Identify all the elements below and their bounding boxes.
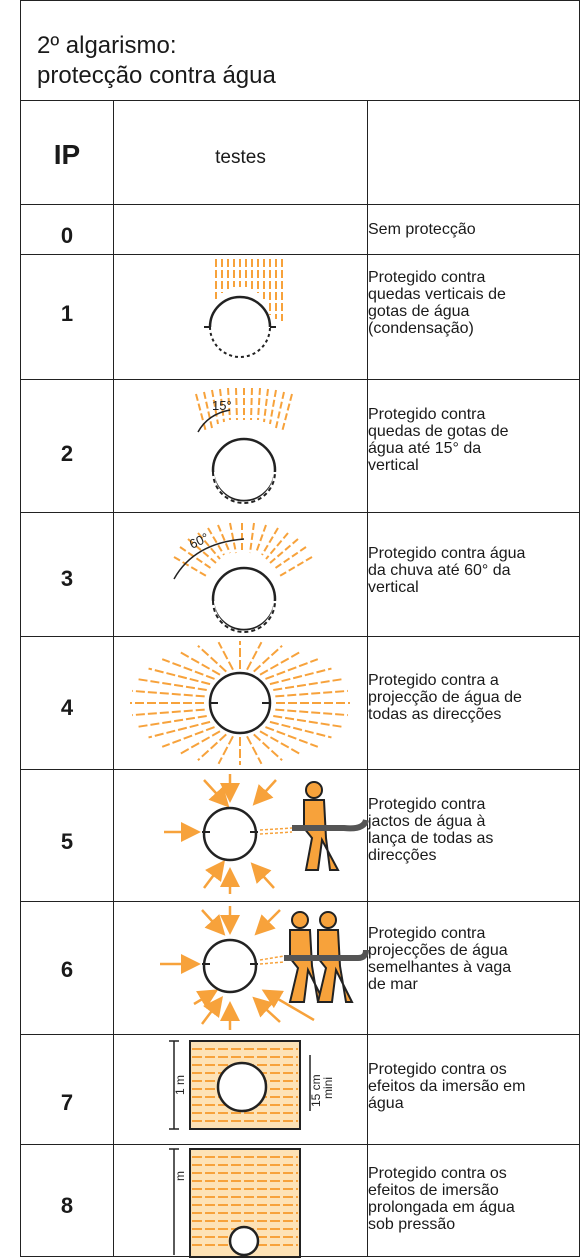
splash-all-directions-illustration: [130, 641, 350, 765]
header-ip: IP: [53, 139, 81, 170]
spray-ray: [161, 726, 215, 748]
spray-ray: [148, 667, 211, 686]
spray-ray: [253, 644, 283, 673]
ip-description: Protegido contra jactos de água à lança …: [368, 796, 494, 864]
row-divider: [21, 769, 579, 770]
ip-value: 4: [60, 695, 74, 720]
spray-ray: [161, 658, 215, 680]
spray-ray: [197, 644, 227, 673]
spray-ray: [178, 730, 221, 756]
heavy-seas-illustration: [160, 906, 369, 1030]
ip-description: Protegido contra quedas de gotas de água…: [368, 406, 509, 474]
enclosure-icon: [202, 938, 258, 994]
two-persons-with-hose-icon: [288, 911, 354, 1003]
column-divider-tests: [367, 101, 368, 1256]
ip-water-protection-table: 2º algarismo: protecção contra água IP t…: [20, 0, 580, 1258]
spray-ray: [132, 689, 205, 698]
depth-label: mini: [321, 1077, 335, 1099]
title-line-2: protecção contra água: [37, 62, 276, 89]
person-with-hose-icon: [303, 781, 340, 871]
rain-60deg-illustration: 60°: [173, 522, 313, 634]
spray-ray: [217, 735, 234, 765]
drops-15deg-illustration: 15°: [195, 387, 293, 505]
row-divider: [21, 901, 579, 902]
spray-ray: [269, 667, 332, 686]
spray-ray: [275, 708, 348, 717]
spray-ray: [217, 641, 234, 671]
water-splash-icon: [130, 641, 350, 765]
enclosure-icon: [211, 437, 277, 503]
depth-label: 15 cm: [309, 1074, 323, 1107]
depth-label: 1 m: [173, 1075, 187, 1095]
ip-value: 5: [60, 829, 74, 854]
column-divider-ip: [113, 101, 114, 1256]
spray-ray: [259, 730, 302, 756]
ip-value: 8: [60, 1193, 74, 1218]
spray-ray: [259, 650, 302, 676]
spray-ray: [132, 708, 205, 717]
ip-value: 6: [60, 957, 74, 982]
row-divider: [21, 204, 579, 205]
water-drops-icon: [215, 259, 283, 321]
enclosure-icon: [211, 566, 277, 632]
spray-ray: [265, 658, 319, 680]
spray-ray: [178, 650, 221, 676]
spray-ray: [197, 733, 227, 762]
row-divider: [21, 512, 579, 513]
header-tests: testes: [215, 147, 266, 168]
spray-ray: [269, 720, 332, 739]
row-divider: [21, 379, 579, 380]
water-jets-illustration: [164, 774, 369, 894]
enclosure-icon: [208, 671, 272, 735]
immersion-illustration: 1 m 15 cm mini: [169, 1040, 335, 1130]
spray-ray: [275, 689, 348, 698]
hose-icon: [284, 949, 369, 961]
hose-icon: [292, 819, 369, 832]
table-title: 2º algarismo: protecção contra água: [21, 1, 579, 101]
spray-ray: [265, 726, 319, 748]
ip-value: 3: [60, 566, 74, 591]
row-divider: [21, 1144, 579, 1145]
title-line-1: 2º algarismo:: [37, 32, 177, 59]
enclosure-icon: [208, 295, 272, 328]
ip-description: Protegido contra quedas verticais de got…: [368, 269, 506, 337]
jet-arrows-icon: [164, 774, 277, 894]
spray-ray: [246, 735, 263, 765]
ip-description: Protegido contra os efeitos de imersão p…: [368, 1165, 515, 1233]
enclosure-icon: [216, 1061, 268, 1113]
jet-arrows-icon: [160, 906, 315, 1030]
spray-ray: [253, 733, 283, 762]
depth-label: m: [173, 1171, 187, 1181]
water-drops-icon: [195, 387, 293, 433]
ip-value: 7: [60, 1090, 74, 1115]
ip-description: Protegido contra os efeitos da imersão e…: [368, 1061, 526, 1112]
ip-description: Protegido contra água da chuva até 60° d…: [368, 545, 526, 596]
ip-description: Sem protecção: [368, 221, 476, 238]
ip-value: 0: [60, 223, 74, 248]
enclosure-icon: [228, 1225, 260, 1257]
prolonged-immersion-illustration: m: [169, 1148, 301, 1258]
angle-label: 15°: [212, 398, 232, 413]
vertical-drops-illustration: [204, 259, 283, 358]
ip-value: 2: [60, 441, 74, 466]
spray-ray: [246, 641, 263, 671]
row-divider: [21, 254, 579, 255]
spray-ray: [148, 720, 211, 739]
row-divider: [21, 1034, 579, 1035]
row-divider: [21, 636, 579, 637]
ip-description: Protegido contra projecções de água seme…: [368, 925, 512, 993]
ip-value: 1: [60, 301, 74, 326]
enclosure-icon: [202, 806, 258, 862]
water-drops-icon: [173, 522, 313, 578]
ip-description: Protegido contra a projecção de água de …: [368, 672, 522, 723]
